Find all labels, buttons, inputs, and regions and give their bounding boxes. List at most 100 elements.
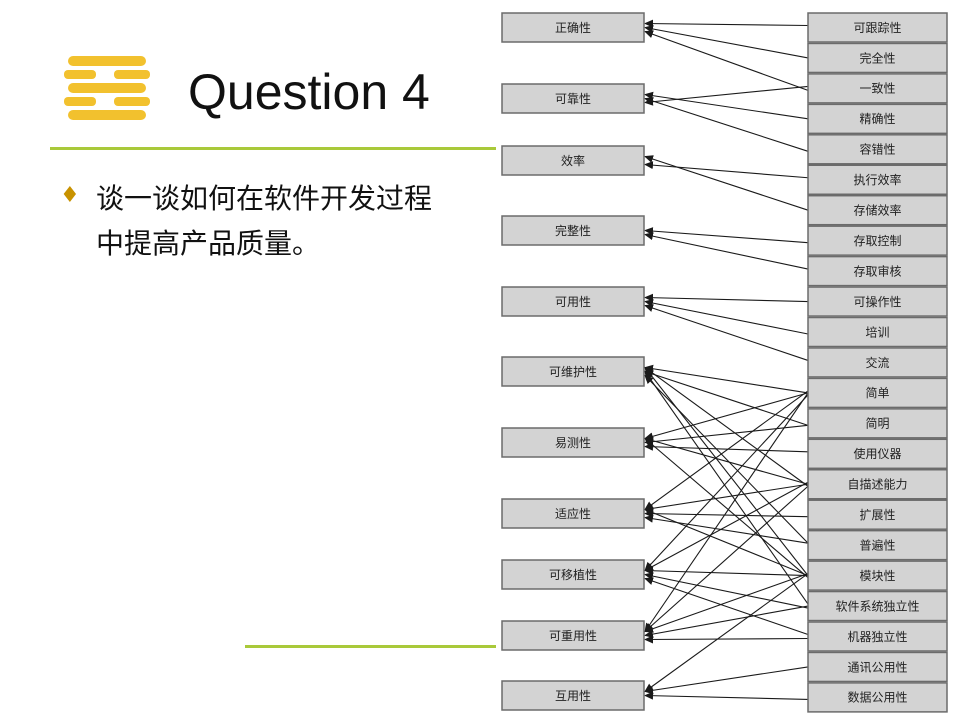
dependency-arrow — [644, 370, 809, 426]
quality-criterion-box — [807, 164, 948, 195]
dependency-arrow — [644, 483, 809, 513]
quality-criteria-group: 可跟踪性完全性一致性精确性容错性执行效率存储效率存取控制存取审核可操作性培训交流… — [807, 12, 948, 713]
quality-criterion-label: 存取控制 — [853, 234, 901, 248]
dependency-arrow — [644, 25, 809, 59]
quality-criterion-box — [807, 651, 948, 683]
quality-criterion-box — [807, 286, 948, 317]
quality-criterion-box — [807, 316, 948, 348]
quality-criterion-label: 一致性 — [859, 82, 895, 96]
quality-criterion-box — [807, 560, 948, 591]
quality-criterion-box — [807, 225, 948, 256]
diamond-bullet-icon: ♦ — [60, 183, 80, 208]
quality-factor-box — [501, 559, 645, 590]
dependency-arrow — [644, 605, 809, 639]
quality-factor-label: 适应性 — [555, 506, 591, 521]
dependency-arrow — [644, 573, 809, 693]
dependency-arrow — [644, 366, 809, 487]
quality-criterion-label: 机器独立性 — [847, 629, 907, 644]
quality-factor-box — [501, 680, 645, 711]
dependency-arrow — [644, 293, 809, 303]
quality-criterion-box — [807, 621, 948, 652]
dependency-arrow — [644, 573, 809, 633]
quality-criterion-box — [807, 12, 948, 43]
bottom-divider — [245, 645, 496, 648]
dependency-arrow — [644, 232, 809, 270]
quality-criterion-box — [807, 499, 948, 530]
edge-group — [644, 19, 809, 700]
dependency-arrow — [644, 161, 809, 179]
quality-criterion-label: 完全性 — [859, 50, 895, 65]
dependency-arrow — [644, 508, 809, 577]
quality-factor-box — [501, 83, 645, 114]
quality-factor-label: 效率 — [561, 153, 585, 168]
quality-factor-label: 可维护性 — [549, 365, 597, 379]
quality-criterion-label: 执行效率 — [853, 172, 901, 187]
dependency-arrow — [644, 481, 809, 571]
quality-criterion-box — [807, 134, 948, 165]
quality-factor-label: 易测性 — [555, 436, 591, 450]
quality-factor-label: 正确性 — [555, 21, 591, 35]
dependency-arrow — [644, 227, 809, 244]
quality-criterion-label: 自描述能力 — [847, 478, 907, 492]
dependency-arrow — [644, 91, 809, 120]
quality-criterion-label: 交流 — [865, 355, 889, 370]
quality-criterion-box — [807, 408, 948, 439]
quality-criterion-box — [807, 194, 948, 226]
dependency-arrow — [644, 392, 809, 441]
quality-criterion-box — [807, 103, 948, 135]
quality-criterion-label: 使用仪器 — [853, 446, 901, 461]
dependency-arrow — [644, 299, 809, 335]
dependency-arrow — [644, 85, 809, 106]
quality-factor-box — [501, 427, 645, 458]
quality-factor-diagram: 正确性可靠性效率完整性可用性可维护性易测性适应性可移植性可重用性互用性 可跟踪性… — [496, 0, 960, 720]
quality-factor-label: 互用性 — [555, 689, 591, 703]
quality-factor-label: 可移植性 — [549, 567, 597, 582]
top-divider — [50, 147, 496, 150]
dependency-arrow — [644, 442, 809, 453]
quality-criterion-label: 普遍性 — [859, 538, 895, 552]
quality-criterion-label: 模块性 — [859, 569, 895, 583]
dependency-arrow — [644, 19, 809, 28]
quality-criterion-label: 存取审核 — [853, 263, 901, 278]
quality-criterion-label: 软件系统独立性 — [835, 598, 919, 613]
dependency-arrow — [644, 370, 809, 605]
dependency-arrow — [644, 566, 809, 577]
quality-factor-label: 可重用性 — [549, 629, 597, 643]
quality-criterion-box — [807, 42, 948, 74]
quality-criterion-label: 简明 — [865, 417, 889, 431]
dependency-arrow — [644, 424, 809, 446]
dependency-arrow — [644, 509, 809, 518]
quality-criterion-label: 扩展性 — [859, 508, 895, 522]
quality-criterion-label: 培训 — [865, 324, 889, 339]
quality-factor-label: 可用性 — [555, 295, 591, 309]
quality-factor-label: 可靠性 — [555, 92, 591, 106]
dependency-arrow — [644, 691, 809, 700]
dependency-arrow — [644, 437, 809, 579]
quality-criterion-box — [807, 73, 948, 104]
quality-criterion-box — [807, 682, 948, 713]
dependency-arrow — [644, 485, 809, 633]
quality-criterion-box — [807, 438, 948, 470]
dependency-arrow — [644, 514, 809, 544]
dependency-arrow — [644, 635, 809, 644]
quality-factor-box — [501, 145, 645, 176]
quality-criterion-label: 通讯公用性 — [847, 660, 907, 674]
quality-criterion-label: 简单 — [865, 386, 889, 400]
dependency-arrow — [644, 374, 809, 544]
dependency-arrow — [644, 366, 809, 576]
dependency-arrow — [644, 364, 809, 394]
quality-factor-box — [501, 620, 645, 651]
logo-icon — [64, 56, 150, 120]
dependency-arrow — [644, 577, 809, 636]
quality-criterion-box — [807, 469, 948, 500]
quality-criterion-box — [807, 347, 948, 378]
quality-criterion-label: 数据公用性 — [847, 690, 907, 705]
quality-criterion-label: 容错性 — [859, 142, 895, 157]
quality-criterion-box — [807, 255, 948, 287]
dependency-arrow — [644, 666, 809, 695]
dependency-arrow — [644, 436, 809, 485]
dependency-arrow — [644, 572, 809, 609]
quality-factor-label: 完整性 — [555, 223, 591, 238]
